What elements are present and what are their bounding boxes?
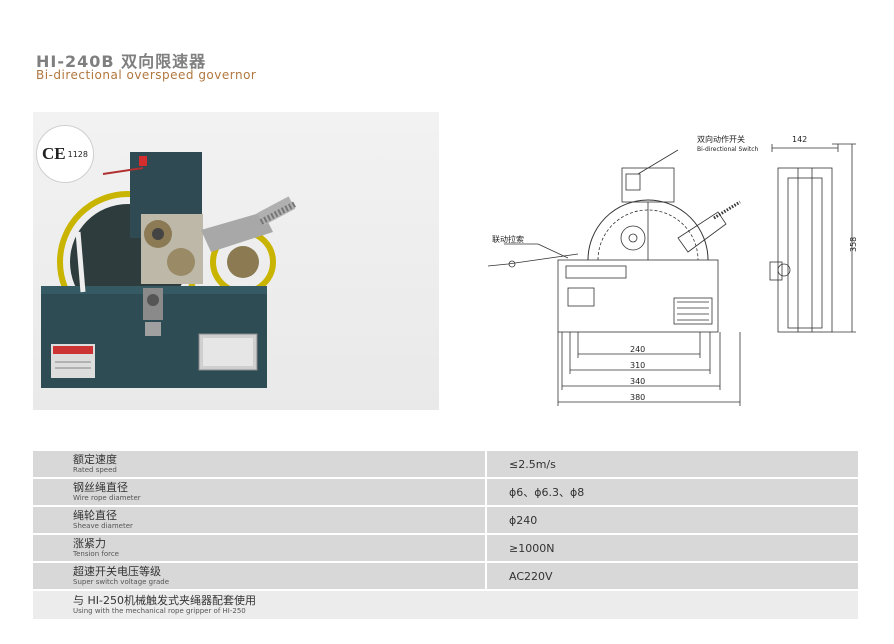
product-photo — [33, 112, 439, 410]
technical-drawing: 双向动作开关 Bi-directional Switch 联动拉索 240 31… — [478, 128, 868, 418]
dim-310: 310 — [630, 361, 645, 370]
page-title: HI-240B 双向限速器 — [36, 52, 207, 71]
spec-name-en: Tension force — [73, 549, 119, 558]
spec-value: ϕ240 — [485, 507, 858, 533]
ce-number: 1128 — [67, 149, 88, 159]
dim-358: 358 — [849, 237, 858, 252]
note-en: Using with the mechanical rope gripper o… — [73, 606, 246, 615]
switch-label-en: Bi-directional Switch — [697, 146, 759, 153]
spec-value: AC220V — [485, 563, 858, 589]
governor-illustration — [41, 152, 297, 388]
spec-name-en: Sheave diameter — [73, 521, 133, 530]
spec-name-cn: 超速开关电压等级 — [73, 564, 161, 578]
spec-value: ≤2.5m/s — [485, 451, 858, 477]
dim-240: 240 — [630, 345, 645, 354]
dim-340: 340 — [630, 377, 645, 386]
spec-name-en: Wire rope diameter — [73, 493, 141, 502]
switch-label-cn: 双向动作开关 — [697, 134, 745, 144]
dim-142: 142 — [792, 135, 807, 144]
rope-label-cn: 联动拉索 — [492, 234, 524, 244]
dim-380: 380 — [630, 393, 645, 402]
spec-name-cn: 钢丝绳直径 — [73, 480, 128, 494]
spec-value: ≥1000N — [485, 535, 858, 561]
spec-value: ϕ6、ϕ6.3、ϕ8 — [485, 479, 858, 505]
spec-name-cn: 涨紧力 — [73, 536, 106, 550]
spec-name-cn: 绳轮直径 — [73, 508, 117, 522]
page-subtitle: Bi-directional overspeed governor — [36, 68, 257, 82]
side-view-body — [777, 167, 833, 333]
ce-mark: CE — [42, 144, 66, 163]
ce-certification-badge: CE 1128 — [36, 125, 94, 183]
spec-name-en: Super switch voltage grade — [73, 577, 170, 586]
front-view-base — [557, 259, 719, 333]
note-cn: 与 HI-250机械触发式夹绳器配套使用 — [73, 593, 256, 607]
spec-name-en: Rated speed — [73, 465, 117, 474]
spec-name-cn: 额定速度 — [73, 452, 117, 466]
